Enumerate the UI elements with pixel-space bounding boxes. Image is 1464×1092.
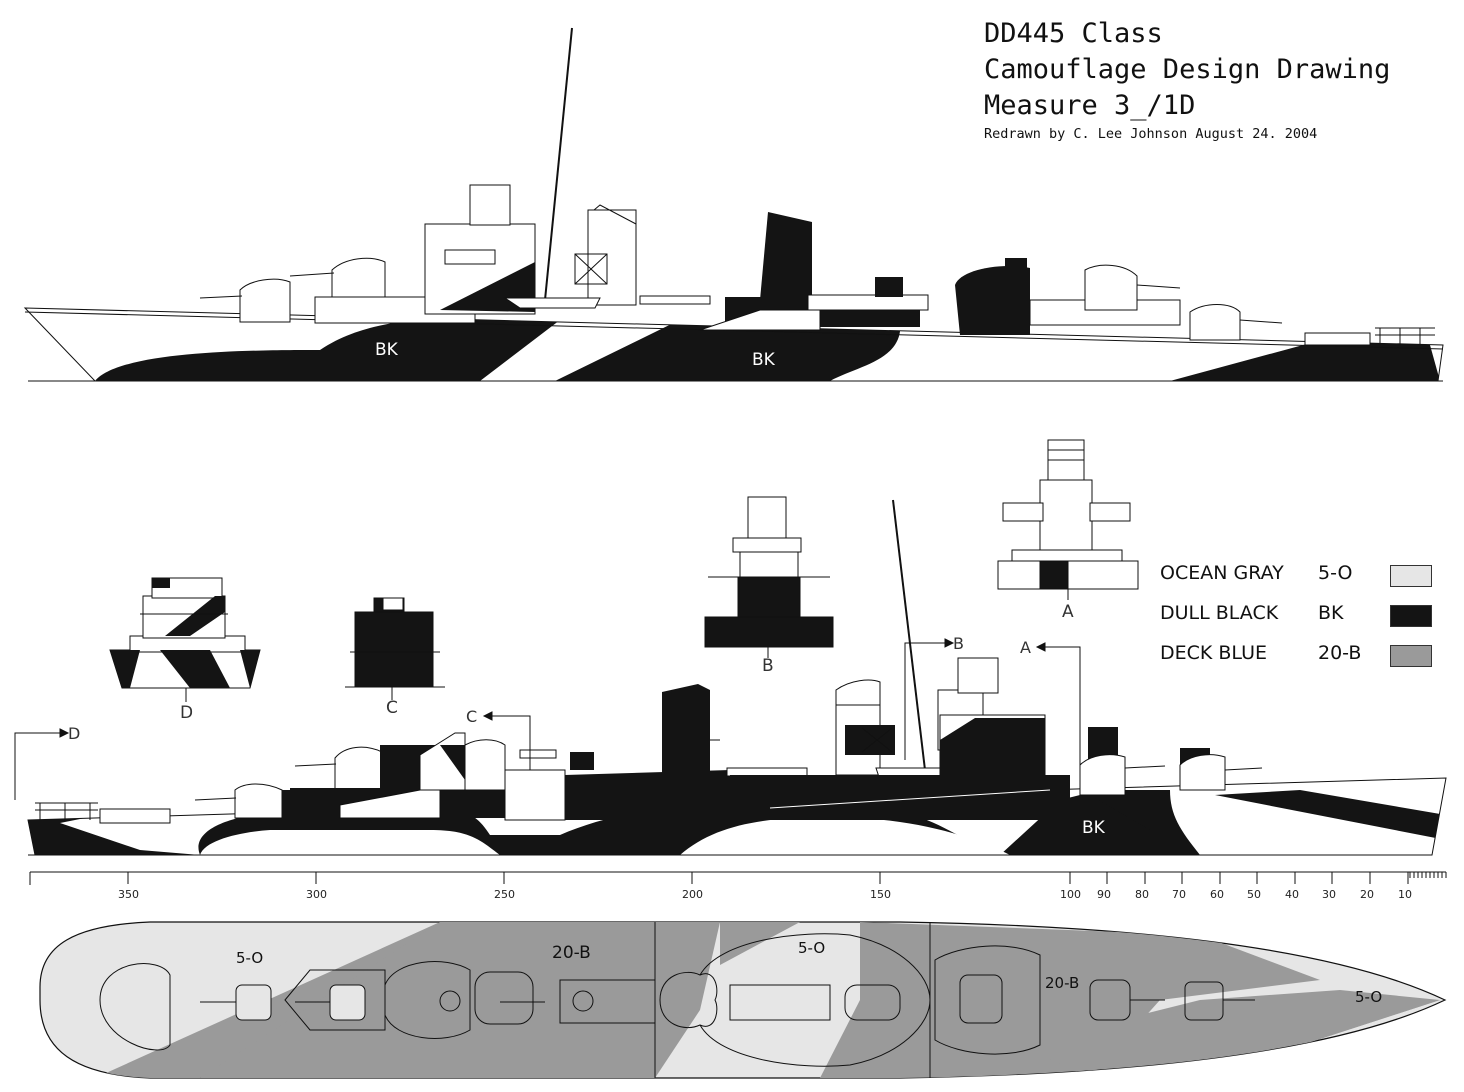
title-block: DD445 Class Camouflage Design Drawing Me… xyxy=(984,16,1390,144)
deck-plan xyxy=(39,921,1447,1079)
section-a-label: A xyxy=(1062,602,1074,622)
legend-name: DULL BLACK xyxy=(1160,602,1279,624)
scale-label: 80 xyxy=(1135,888,1149,901)
title-line-2: Camouflage Design Drawing xyxy=(984,54,1391,85)
port-gun-mount-3 xyxy=(464,739,506,791)
legend-code: 5-O xyxy=(1318,562,1353,584)
scale-label: 100 xyxy=(1060,888,1081,901)
legend-row-ocean-gray: OCEAN GRAY 5-O xyxy=(1160,562,1440,602)
foremast xyxy=(544,27,573,301)
scale-label: 70 xyxy=(1172,888,1186,901)
frame-scale xyxy=(29,871,1447,885)
scale-label: 20 xyxy=(1360,888,1374,901)
scale-label: 40 xyxy=(1285,888,1299,901)
scale-labels: 350 300 250 200 150 100 90 80 70 60 50 40 30 20 10 xyxy=(118,888,1412,901)
searchlight xyxy=(875,277,903,297)
callout-a xyxy=(1045,646,1081,765)
gun-mount-1 xyxy=(199,278,291,323)
callout-b-label: B xyxy=(953,634,964,653)
deck-label-4: 20-B xyxy=(1045,974,1079,992)
scale-label: 10 xyxy=(1398,888,1412,901)
scale-label: 60 xyxy=(1210,888,1224,901)
section-c-view xyxy=(345,597,445,700)
forward-funnel xyxy=(587,209,637,306)
color-legend: OCEAN GRAY 5-O DULL BLACK BK DECK BLUE 2… xyxy=(1160,562,1440,682)
deck-label-3: 5-O xyxy=(798,939,825,957)
deck-blue-pattern xyxy=(95,922,1440,1078)
callout-c-label: C xyxy=(466,707,477,726)
port-hull-label-1: BK xyxy=(148,834,172,854)
port-gun-mount-5 xyxy=(1179,754,1263,791)
section-b-label: B xyxy=(762,656,774,676)
legend-swatch xyxy=(1390,645,1432,667)
port-gun-mount-2 xyxy=(294,746,383,791)
port-searchlight xyxy=(570,752,594,770)
legend-row-deck-blue: DECK BLUE 20-B xyxy=(1160,642,1440,682)
section-c-label: C xyxy=(386,698,398,718)
legend-code: BK xyxy=(1318,602,1344,624)
section-d-view xyxy=(109,577,261,702)
section-b-view xyxy=(704,496,834,658)
legend-code: 20-B xyxy=(1318,642,1362,664)
scale-label: 250 xyxy=(494,888,515,901)
callout-b xyxy=(904,642,945,760)
deck-label-1: 5-O xyxy=(236,949,263,967)
legend-name: OCEAN GRAY xyxy=(1160,562,1284,584)
callout-c xyxy=(492,715,531,770)
scale-label: 30 xyxy=(1322,888,1336,901)
gun-mount-3 xyxy=(1084,264,1181,311)
section-a-view xyxy=(997,439,1139,600)
port-profile xyxy=(14,499,1447,856)
whaleboat xyxy=(503,297,601,309)
port-hull-label-2: BK xyxy=(1082,818,1106,838)
title-line-1: DD445 Class xyxy=(984,18,1163,49)
scale-label: 50 xyxy=(1247,888,1261,901)
deck-label-2: 20-B xyxy=(552,943,591,963)
legend-swatch xyxy=(1390,605,1432,627)
scale-label: 350 xyxy=(118,888,139,901)
title-line-3: Measure 3_/1D xyxy=(984,90,1196,121)
legend-swatch xyxy=(1390,565,1432,587)
section-d-label: D xyxy=(180,703,193,723)
legend-name: DECK BLUE xyxy=(1160,642,1267,664)
scale-label: 90 xyxy=(1097,888,1111,901)
scale-label: 300 xyxy=(306,888,327,901)
scale-label: 200 xyxy=(682,888,703,901)
starboard-hull-label-1: BK xyxy=(375,340,399,360)
port-gun-mount-1 xyxy=(194,783,283,819)
port-foremast xyxy=(892,499,926,771)
callout-a-label: A xyxy=(1020,638,1031,657)
callout-d xyxy=(14,732,60,800)
after-funnel xyxy=(760,212,812,300)
scale-ticks xyxy=(127,872,1447,884)
callout-d-label: D xyxy=(68,724,80,743)
starboard-profile xyxy=(23,27,1444,382)
gun-mount-4 xyxy=(1189,304,1283,341)
deck-label-5: 5-O xyxy=(1355,988,1382,1006)
starboard-hull-label-2: BK xyxy=(752,350,776,370)
gun-mount-2 xyxy=(289,257,386,298)
legend-row-dull-black: DULL BLACK BK xyxy=(1160,602,1440,642)
port-after-funnel xyxy=(662,684,710,775)
port-gun-mount-4 xyxy=(1079,754,1166,796)
credit-line: Redrawn by C. Lee Johnson August 24. 200… xyxy=(984,126,1318,142)
scale-label: 150 xyxy=(870,888,891,901)
